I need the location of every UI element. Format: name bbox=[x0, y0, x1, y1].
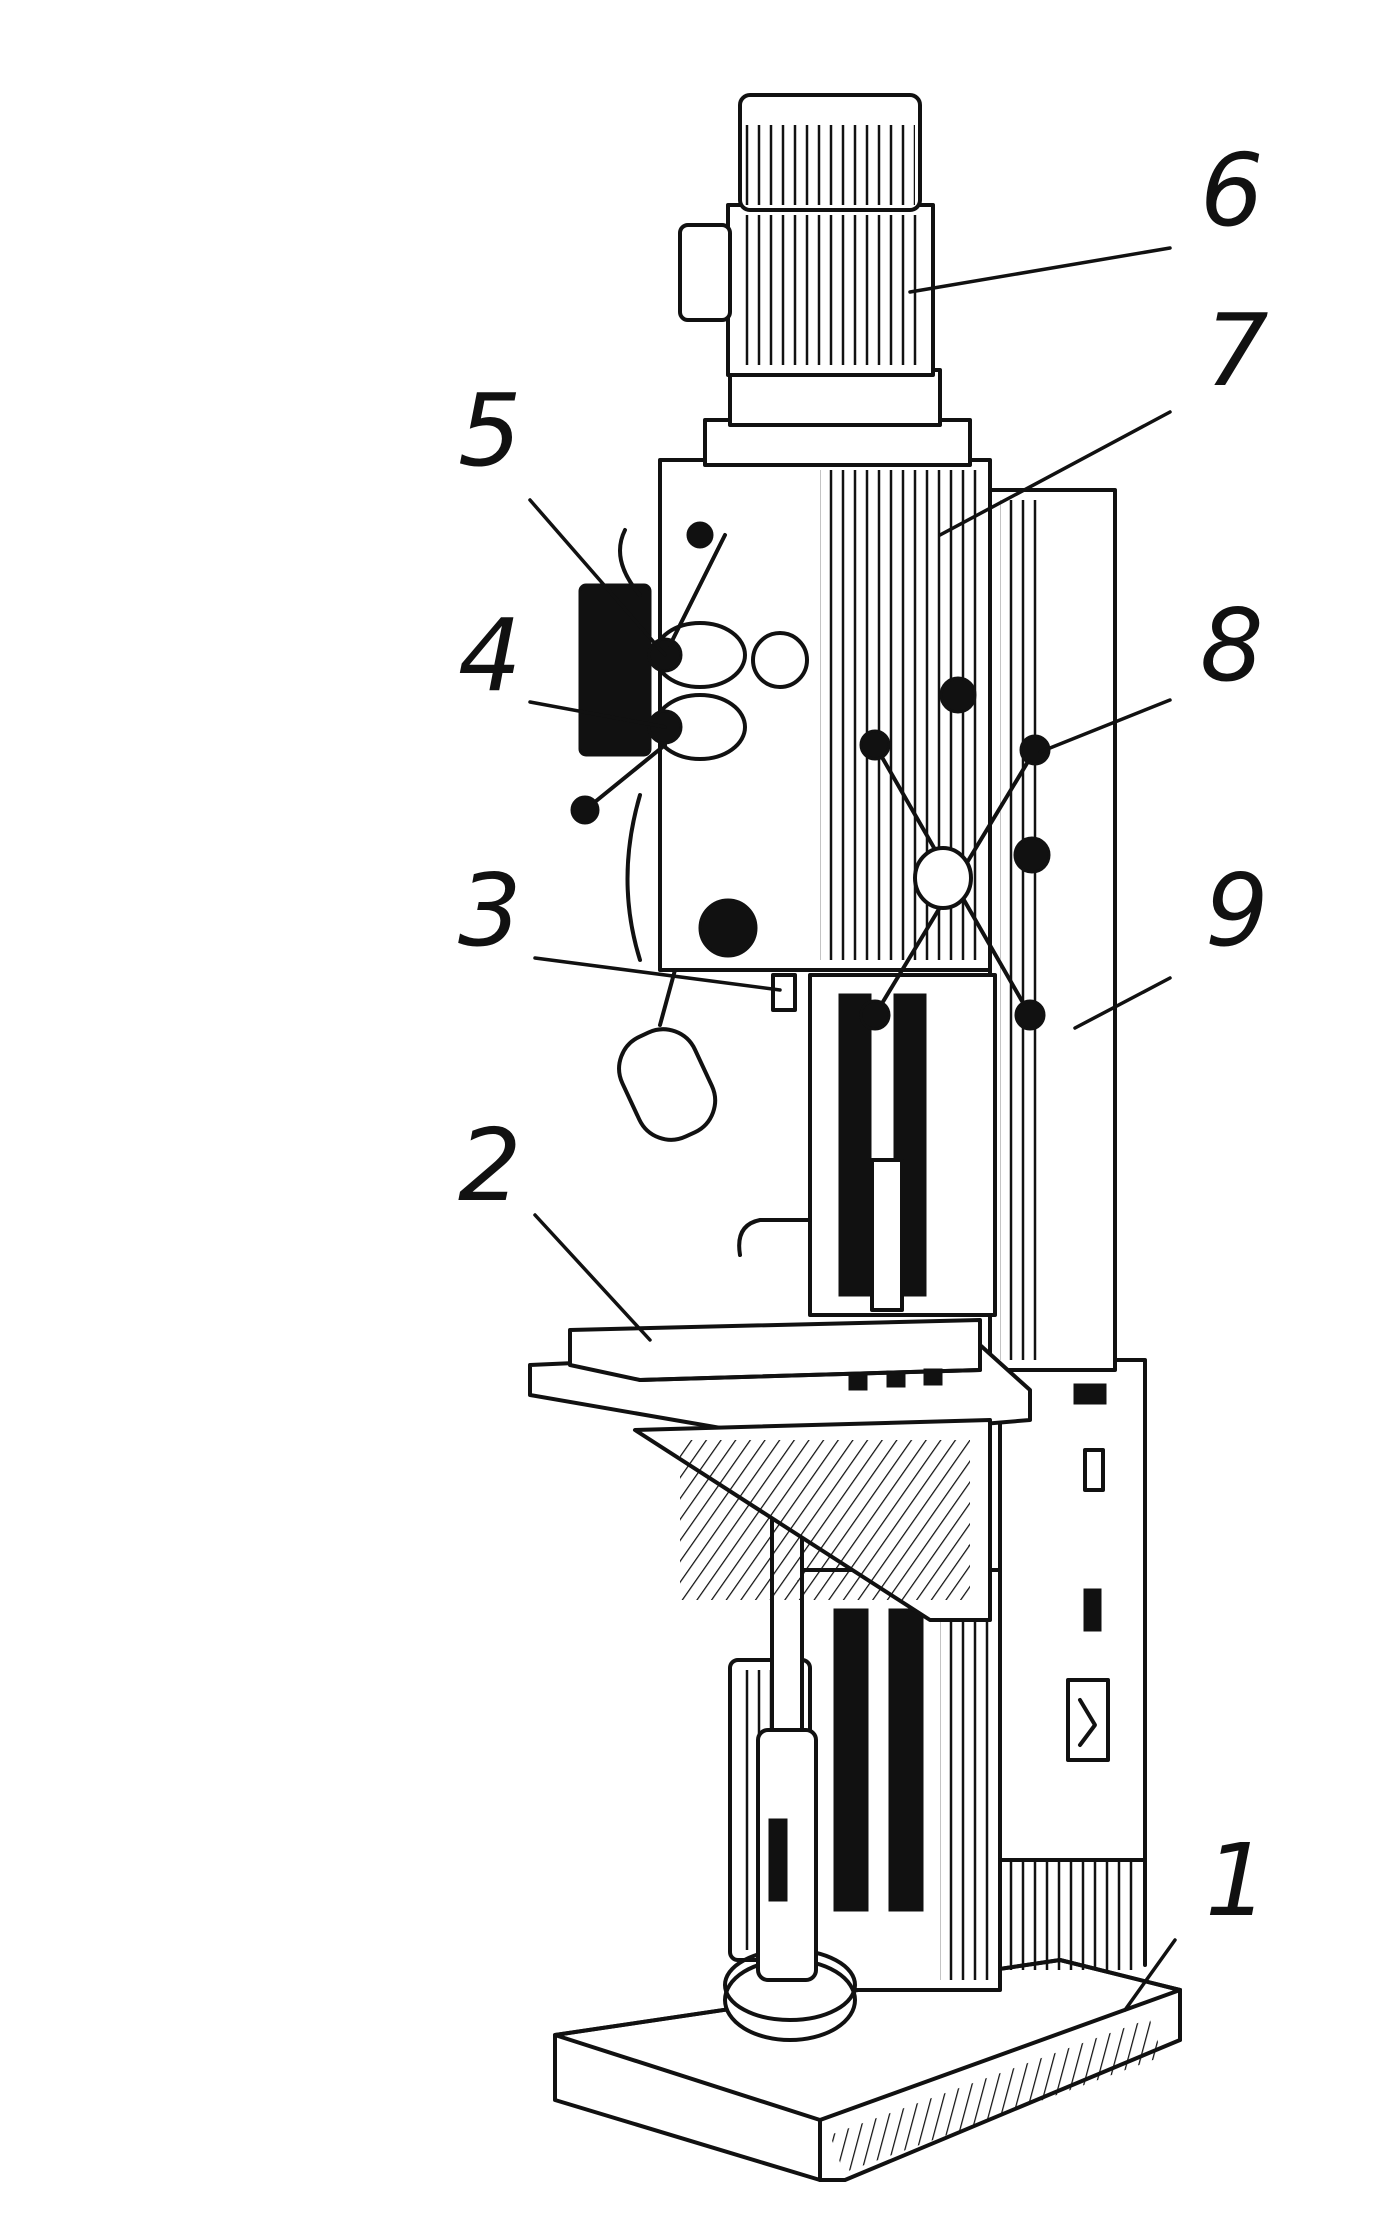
control-cabinet bbox=[998, 1358, 1147, 1977]
leader-7 bbox=[938, 410, 1172, 537]
callout-7: 7 bbox=[1205, 292, 1269, 409]
leader-3 bbox=[533, 956, 782, 992]
leader-4 bbox=[528, 700, 667, 729]
callout-4: 4 bbox=[458, 597, 522, 714]
leader-9 bbox=[1073, 976, 1172, 1030]
leader-5 bbox=[528, 498, 667, 657]
callout-2: 2 bbox=[458, 1107, 522, 1224]
base-plate bbox=[553, 1958, 1182, 2182]
leader-lines bbox=[528, 246, 1177, 2012]
motor bbox=[678, 93, 972, 467]
callout-3: 3 bbox=[458, 852, 522, 969]
spindle-slide bbox=[737, 973, 997, 1317]
leader-8 bbox=[1038, 698, 1172, 754]
work-table bbox=[528, 1318, 1032, 1622]
leader-6 bbox=[908, 246, 1172, 294]
leader-1 bbox=[1123, 1938, 1177, 2012]
feed-handwheel bbox=[859, 729, 1051, 1031]
callout-8: 8 bbox=[1200, 587, 1264, 704]
callout-5: 5 bbox=[458, 372, 522, 489]
callout-labels: 1 2 3 4 5 6 7 8 9 bbox=[458, 132, 1269, 1939]
leader-2 bbox=[533, 1213, 652, 1342]
machine-illustration bbox=[528, 93, 1182, 2182]
callout-9: 9 bbox=[1205, 852, 1269, 969]
upper-column bbox=[988, 488, 1117, 1372]
callout-1: 1 bbox=[1205, 1822, 1269, 1939]
callout-6: 6 bbox=[1200, 132, 1264, 249]
